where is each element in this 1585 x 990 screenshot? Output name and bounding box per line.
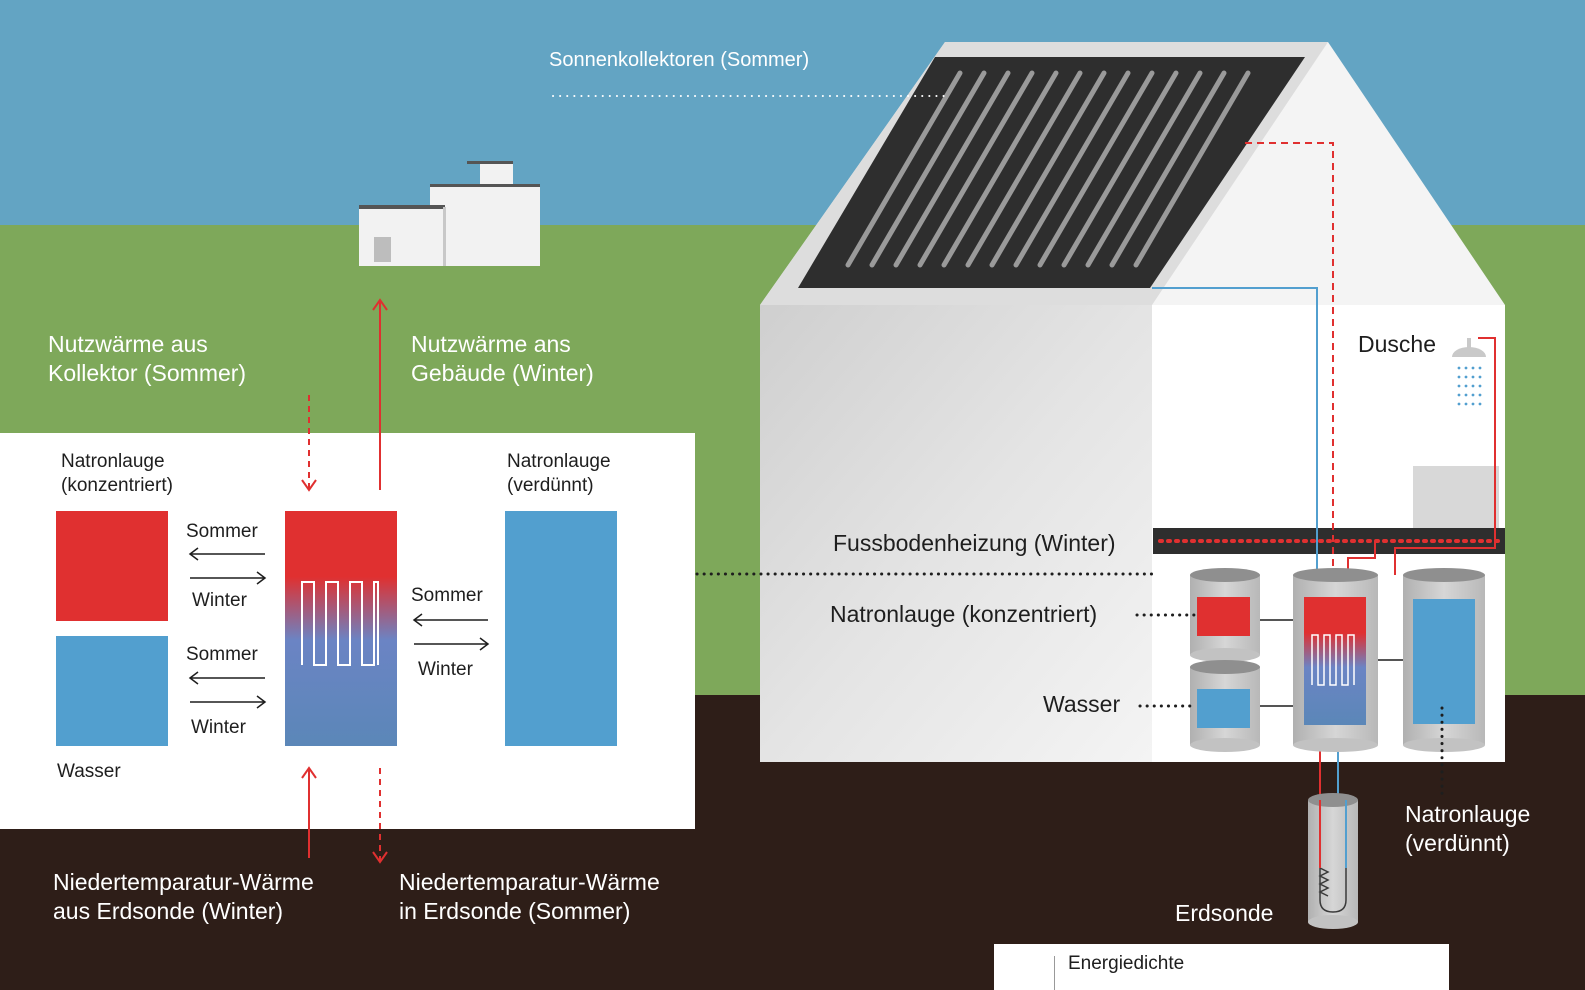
borehole-coil-icon xyxy=(1318,867,1347,913)
borehole xyxy=(1308,793,1358,929)
label-nutzwaerme-gebaeude: Nutzwärme ans Gebäude (Winter) xyxy=(411,331,594,386)
label-erdsonde: Erdsonde xyxy=(1175,900,1274,926)
label-fussbodenheizung: Fussbodenheizung (Winter) xyxy=(833,530,1116,556)
label-nutzwaerme-kollektor: Nutzwärme aus Kollektor (Sommer) xyxy=(48,331,247,386)
label-natronlauge-verduennt: Natronlauge (verdünnt) xyxy=(507,451,611,496)
label-winter-1: Winter xyxy=(192,590,247,611)
solar-panel xyxy=(798,57,1305,288)
process-boxes xyxy=(56,511,617,746)
label-sommer-2: Sommer xyxy=(186,644,258,665)
shower-icon xyxy=(1452,338,1486,406)
label-sommer-3: Sommer xyxy=(411,585,483,606)
legend-axis xyxy=(1054,956,1055,990)
label-house-wasser: Wasser xyxy=(1043,691,1121,717)
label-sommer-1: Sommer xyxy=(186,521,258,542)
house-pipes xyxy=(1152,142,1496,870)
label-house-natronlauge-konzentriert: Natronlauge (konzentriert) xyxy=(830,601,1098,627)
legend-title: Energiedichte xyxy=(1068,953,1185,974)
house xyxy=(760,42,1505,762)
energy-density-legend: Energiedichte xyxy=(994,944,1449,990)
heat-flow-arrows xyxy=(301,298,388,864)
leader-lines xyxy=(552,95,1444,802)
label-sonnenkollektoren: Sonnenkollektoren (Sommer) xyxy=(549,49,810,71)
label-niedertemp-in: Niedertemparatur-Wärme in Erdsonde (Somm… xyxy=(399,869,660,924)
distant-building xyxy=(359,161,540,266)
label-dusche: Dusche xyxy=(1358,331,1436,357)
heat-exchanger-coil-icon xyxy=(1311,634,1355,686)
label-natronlauge-konzentriert: Natronlauge (konzentriert) xyxy=(61,451,173,496)
label-winter-2: Winter xyxy=(191,717,246,738)
house-storage-tanks xyxy=(1190,568,1485,752)
label-niedertemp-aus: Niedertemparatur-Wärme aus Erdsonde (Win… xyxy=(53,869,314,924)
label-winter-3: Winter xyxy=(418,659,473,680)
label-wasser: Wasser xyxy=(57,761,121,782)
process-arrows xyxy=(188,547,490,709)
label-house-natronlauge-verduennt: Natronlauge (verdünnt) xyxy=(1405,801,1531,856)
